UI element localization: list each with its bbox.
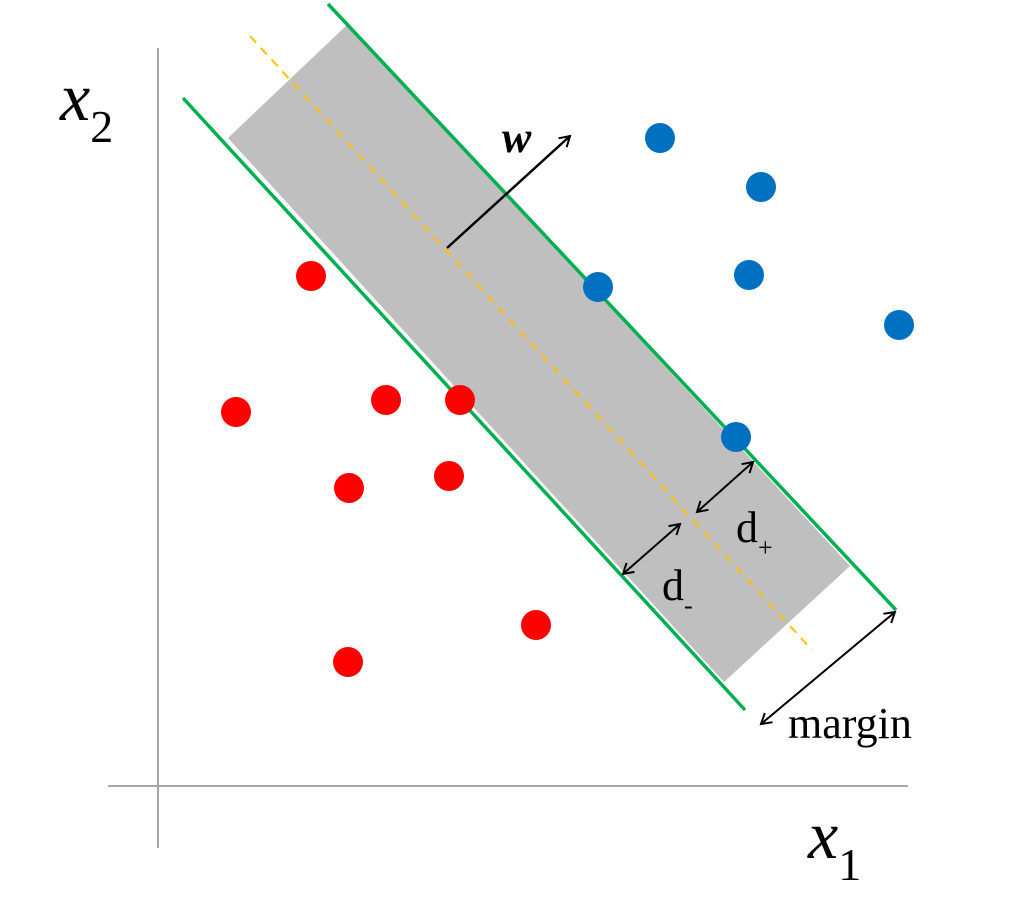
negative-point (334, 473, 364, 503)
negative-support-vector (445, 385, 475, 415)
y-axis-label-subscript: 2 (90, 101, 113, 152)
negative-point (434, 461, 464, 491)
margin-arrow (759, 610, 897, 726)
positive-point (645, 123, 675, 153)
d-minus-label: d- (662, 561, 693, 620)
negative-point (296, 261, 326, 291)
x-axis-label: x1 (807, 797, 861, 890)
negative-class-points (221, 261, 551, 677)
x-axis-label-subscript: 1 (838, 839, 861, 890)
negative-point (221, 397, 251, 427)
d-minus-arrow (621, 522, 682, 576)
positive-class-points (583, 123, 914, 452)
decision-boundary (249, 35, 813, 651)
upper-hyperplane (326, 2, 898, 612)
weight-vector-label: w (502, 113, 532, 162)
positive-point (884, 310, 914, 340)
margin-band (228, 24, 850, 682)
margin-label: margin (788, 699, 912, 748)
positive-support-vector (583, 272, 613, 302)
d-minus-base: d (662, 561, 684, 610)
d-plus-base: d (736, 503, 758, 552)
weight-vector-arrow (446, 134, 572, 249)
negative-point (521, 610, 551, 640)
positive-point (746, 172, 776, 202)
d-plus-arrow (695, 460, 755, 514)
y-axis-label: x2 (59, 59, 113, 152)
d-minus-subscript: - (684, 591, 693, 620)
d-plus-subscript: + (758, 533, 773, 562)
negative-point (333, 647, 363, 677)
positive-support-vector (721, 422, 751, 452)
d-plus-label: d+ (736, 503, 773, 562)
x-axis-label-base: x (807, 797, 838, 873)
y-axis-label-base: x (59, 59, 90, 135)
negative-point (371, 385, 401, 415)
positive-point (734, 260, 764, 290)
